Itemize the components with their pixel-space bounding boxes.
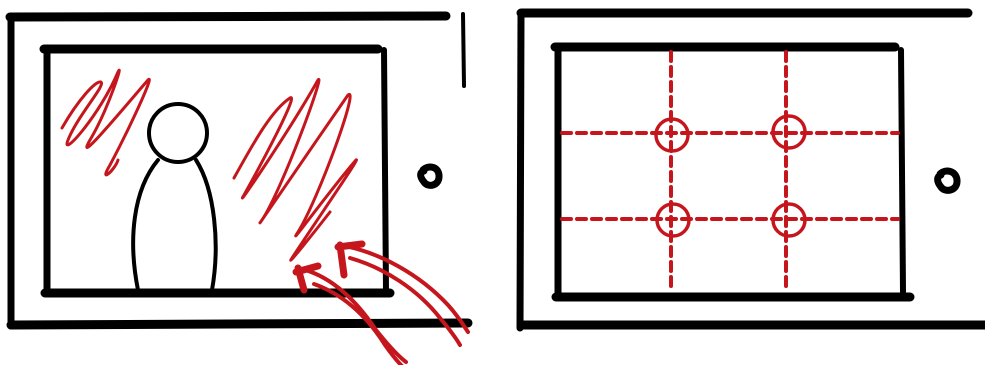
home-button-icon bbox=[938, 171, 957, 190]
screen-right bbox=[555, 47, 910, 297]
home-button-icon bbox=[421, 167, 439, 185]
person-figure bbox=[133, 104, 215, 290]
rule-of-thirds-grid bbox=[562, 52, 898, 292]
glare-scribbles bbox=[62, 70, 356, 260]
light-source-arrows bbox=[296, 244, 468, 365]
left-panel bbox=[10, 14, 468, 365]
right-panel bbox=[520, 13, 985, 328]
tablet-frame-right bbox=[520, 13, 985, 328]
